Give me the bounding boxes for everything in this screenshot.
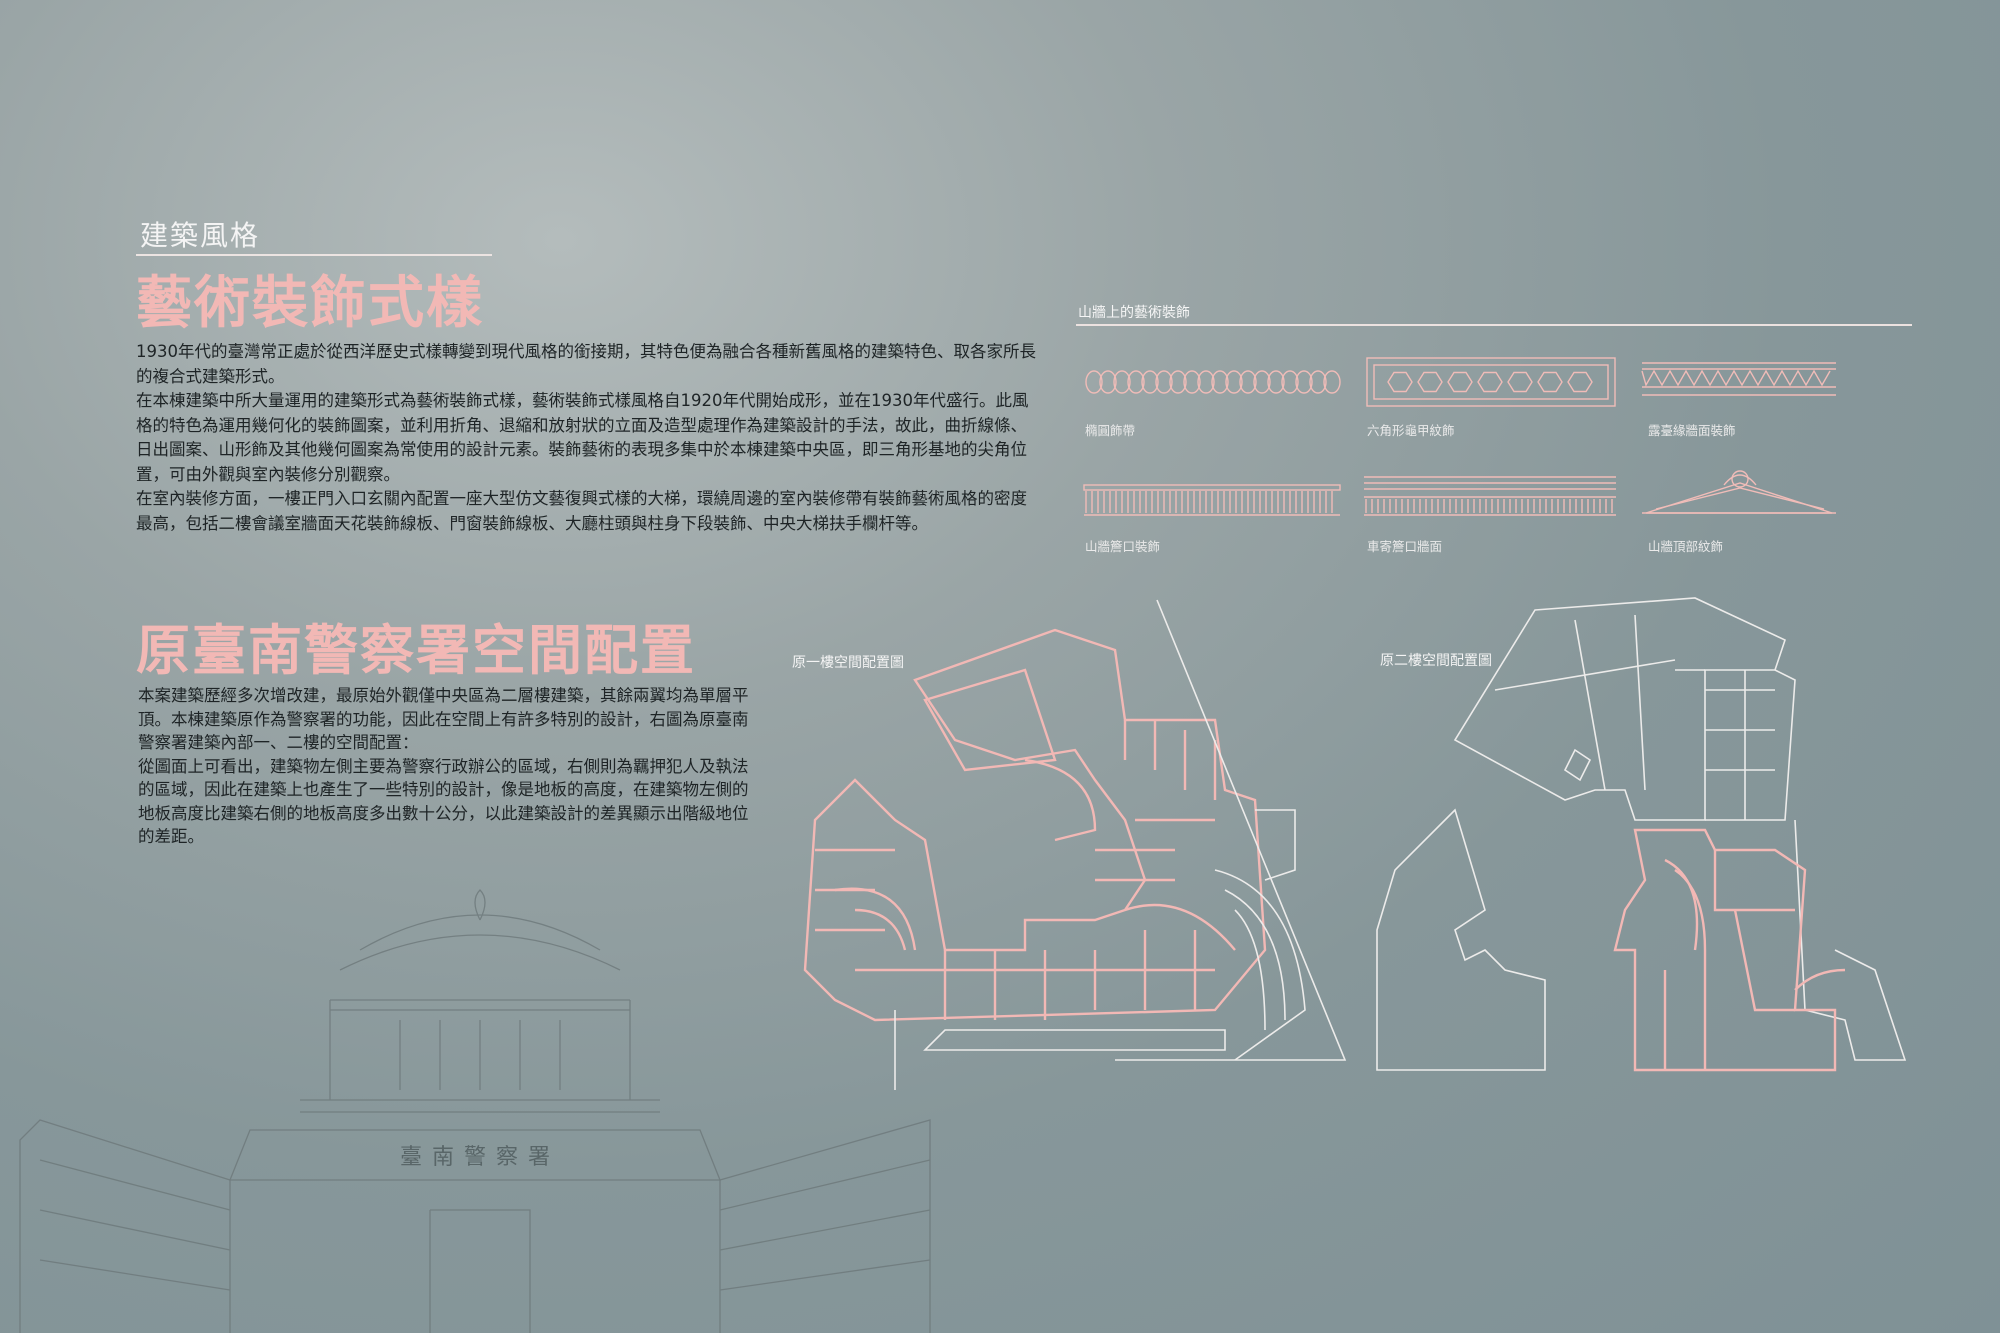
layout-text: 本案建築歷經多次增改建，最原始外觀僅中央區為二層樓建築，其餘兩翼均為單層平頂。本… xyxy=(138,684,758,849)
pediment-crest-icon xyxy=(1642,470,1836,514)
first-floor-plan-label: 原一樓空間配置圖 xyxy=(792,655,904,671)
ornament-caption: 車寄簷口牆面 xyxy=(1367,539,1443,554)
second-floor-plan-label: 原二樓空間配置圖 xyxy=(1380,653,1492,669)
intro-text: 1930年代的臺灣常正處於從西洋歷史式樣轉變到現代風格的銜接期，其特色便為融合各… xyxy=(136,340,1036,536)
ornament-caption: 山牆簷口裝飾 xyxy=(1085,539,1161,554)
hexagon-pattern-icon xyxy=(1366,357,1616,407)
ornament-heading: 山牆上的藝術裝飾 xyxy=(1078,305,1190,321)
intro-paragraph: 在室內裝修方面，一樓正門入口玄關內配置一座大型仿文藝復興式樣的大梯，環繞周邊的室… xyxy=(136,489,1027,533)
first-floor-plan xyxy=(803,599,1347,1090)
layout-title: 原臺南警察署空間配置 xyxy=(136,619,696,682)
ornament-caption: 山牆頂部紋飾 xyxy=(1648,539,1724,554)
ornament-caption: 六角形龜甲紋飾 xyxy=(1367,423,1455,438)
oval-band-icon xyxy=(1085,370,1341,394)
main-title: 藝術裝飾式樣 xyxy=(136,271,484,336)
second-floor-plan xyxy=(1376,597,1907,1072)
sketch-sign: 臺南警察署 xyxy=(400,1145,560,1170)
section-label: 建築風格 xyxy=(140,219,261,252)
ornament-caption: 橢圓飾帶 xyxy=(1085,423,1136,438)
section-divider xyxy=(136,254,492,256)
stacked-moulding-icon xyxy=(1364,476,1616,516)
zigzag-frieze-icon xyxy=(1641,362,1836,396)
intro-paragraph: 1930年代的臺灣常正處於從西洋歷史式樣轉變到現代風格的銜接期，其特色便為融合各… xyxy=(136,342,1036,386)
ornament-drawings xyxy=(1083,357,1836,516)
layout-paragraph: 從圖面上可看出，建築物左側主要為警察行政辦公的區域，右側則為羈押犯人及執法的區域… xyxy=(138,756,749,847)
dentil-band-icon xyxy=(1083,484,1341,516)
ornament-caption: 露臺緣牆面裝飾 xyxy=(1648,423,1736,438)
ornament-divider xyxy=(1076,324,1912,326)
building-sketch: 臺南警察署 xyxy=(19,889,931,1333)
intro-paragraph: 在本棟建築中所大量運用的建築形式為藝術裝飾式樣，藝術裝飾式樣風格自1920年代開… xyxy=(136,391,1029,484)
layout-paragraph: 本案建築歷經多次增改建，最原始外觀僅中央區為二層樓建築，其餘兩翼均為單層平頂。本… xyxy=(138,686,749,752)
